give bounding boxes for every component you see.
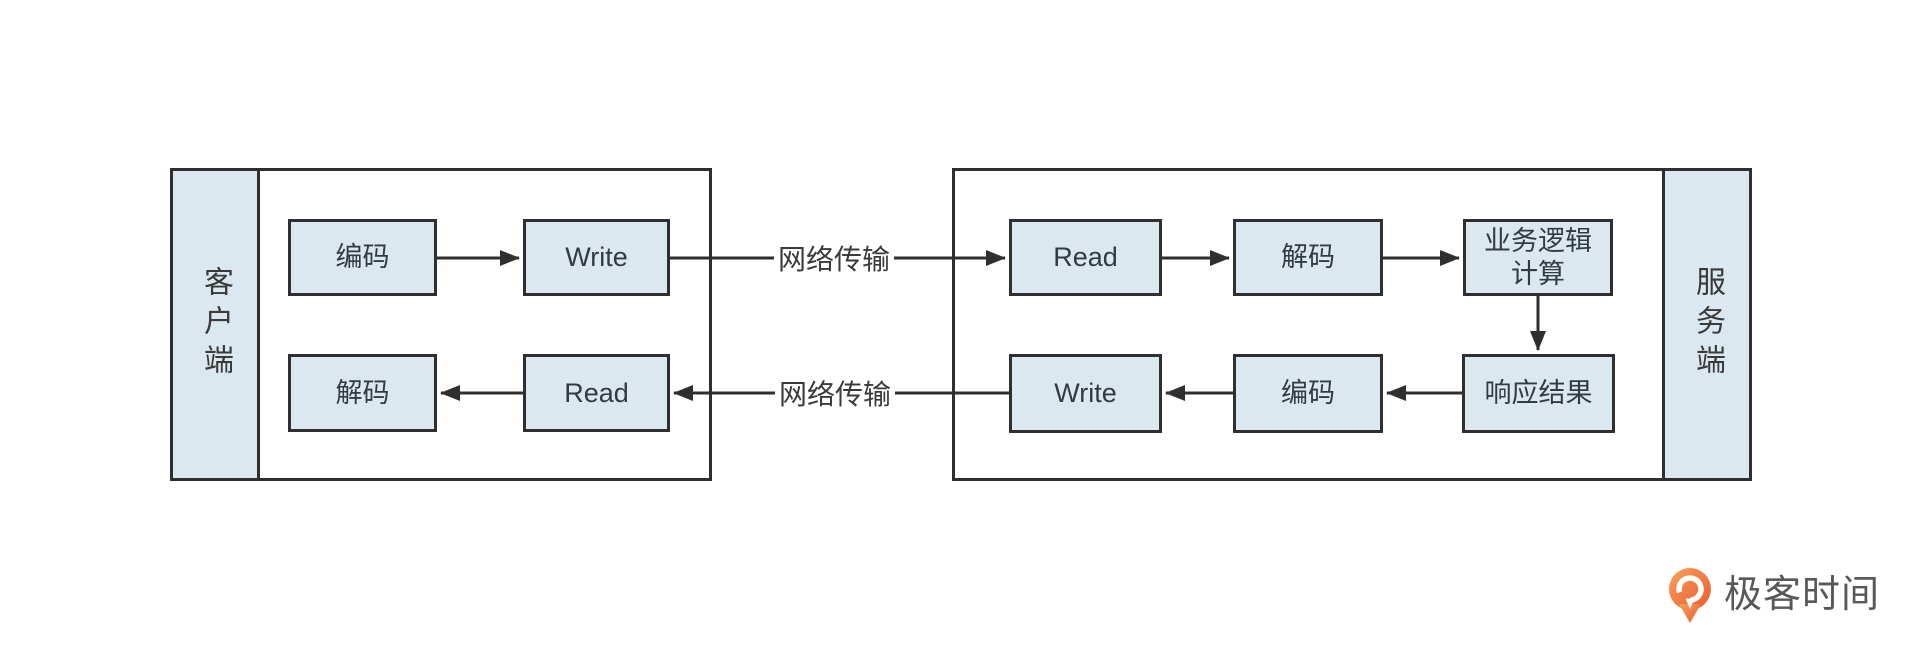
- node-server-business-logic-line2: 计算: [1511, 258, 1565, 289]
- node-client-decode-label: 解码: [335, 377, 390, 408]
- geektime-q-pin-icon: [1669, 568, 1711, 623]
- network-transmission-label-bottom: 网络传输: [774, 373, 896, 413]
- node-server-write: Write: [1009, 354, 1162, 433]
- node-client-read: Read: [523, 354, 670, 432]
- server-label-strip: 服务端: [1662, 168, 1752, 481]
- node-server-response-result: 响应结果: [1462, 354, 1615, 433]
- node-server-business-logic: 业务逻辑 计算: [1463, 219, 1613, 296]
- node-client-decode: 解码: [288, 354, 437, 432]
- node-server-read: Read: [1009, 219, 1162, 296]
- node-server-read-label: Read: [1053, 242, 1118, 272]
- node-server-response-result-label: 响应结果: [1484, 378, 1593, 408]
- geektime-logo: 极客时间: [1666, 566, 1880, 624]
- node-client-encode-label: 编码: [335, 242, 390, 272]
- node-server-decode: 解码: [1233, 219, 1383, 296]
- node-server-decode-label: 解码: [1281, 242, 1335, 272]
- network-transmission-label-top: 网络传输: [773, 238, 895, 278]
- node-client-read-label: Read: [564, 377, 629, 408]
- geektime-logo-text: 极客时间: [1724, 574, 1881, 616]
- node-server-write-label: Write: [1054, 378, 1117, 408]
- server-label: 服务端: [1691, 266, 1724, 383]
- server-container: 服务端: [952, 168, 1752, 481]
- node-server-encode: 编码: [1233, 354, 1383, 433]
- node-client-write-label: Write: [565, 242, 628, 272]
- node-client-write: Write: [523, 219, 670, 296]
- node-server-business-logic-line1: 业务逻辑: [1484, 225, 1592, 256]
- client-label-strip: 客户端: [170, 168, 260, 481]
- client-label: 客户端: [199, 266, 232, 383]
- node-server-encode-label: 编码: [1281, 378, 1335, 408]
- client-container: 客户端: [170, 168, 712, 481]
- node-client-encode: 编码: [288, 219, 437, 296]
